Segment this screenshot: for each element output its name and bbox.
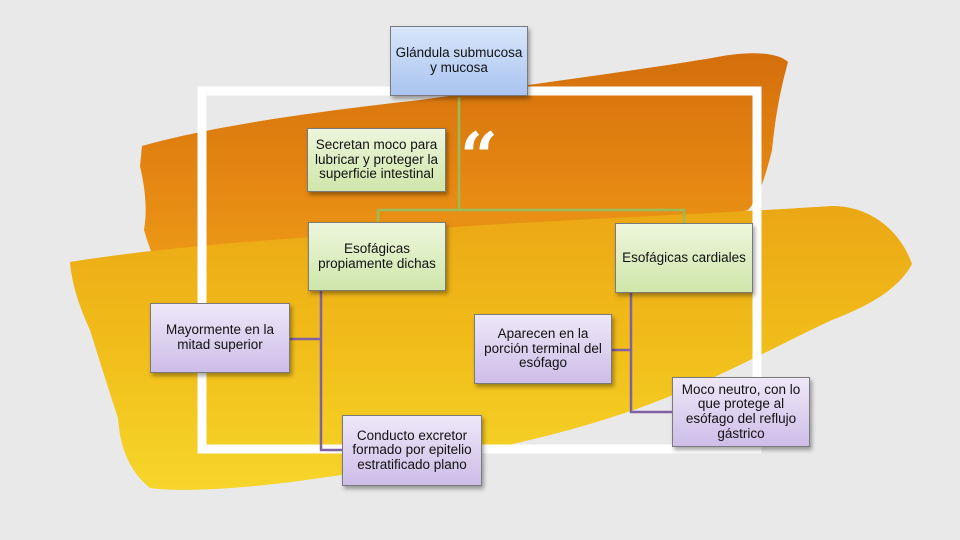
detail-node-porcion-terminal[interactable]: Aparecen en la porción terminal del esóf… [474,314,612,384]
quote-mark-icon: “ [460,118,498,196]
connector-branch-2-to-detail-2 [629,350,672,414]
note-node[interactable]: Secretan moco para lubricar y proteger l… [307,128,446,192]
connector-branch-1-to-detail-2 [319,339,342,452]
root-node[interactable]: Glándula submucosa y mucosa [390,26,528,96]
branch-node-esofagicas-cardiales[interactable]: Esofágicas cardiales [615,223,753,293]
detail-node-mitad-superior[interactable]: Mayormente en la mitad superior [150,303,290,373]
detail-node-conducto-excretor[interactable]: Conducto excretor formado por epitelio e… [342,415,482,486]
detail-node-moco-neutro[interactable]: Moco neutro, con lo que protege al esófa… [672,377,810,447]
connector-root-to-branch-2 [459,208,686,223]
connector-root-to-branch-1 [376,208,459,222]
branch-node-esofagicas-propiamente-dichas[interactable]: Esofágicas propiamente dichas [308,222,446,291]
